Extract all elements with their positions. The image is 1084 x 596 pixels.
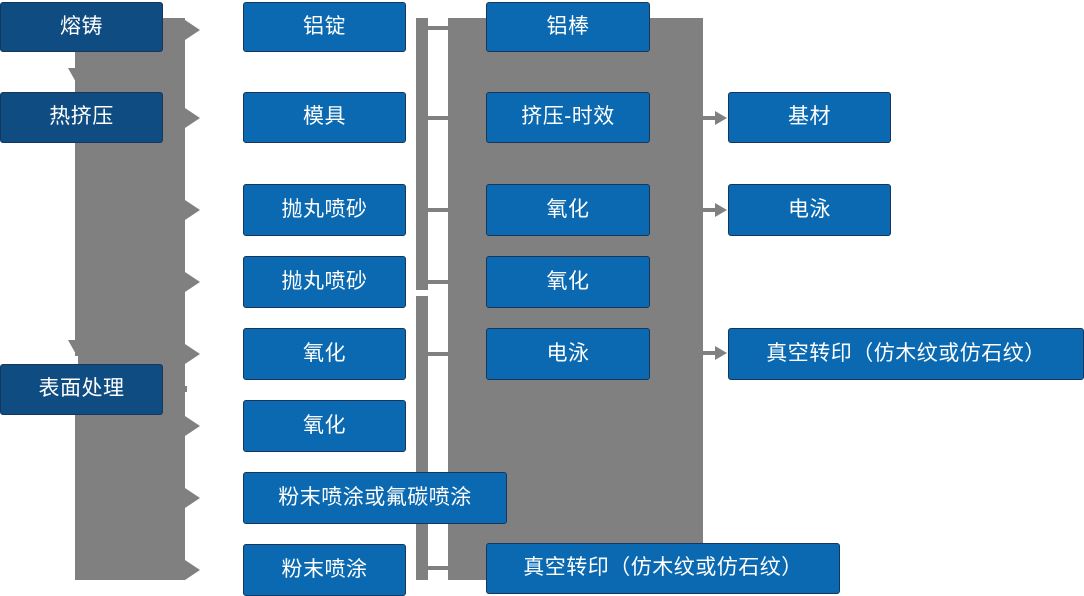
node-paowanpensha-1[interactable]: 抛丸喷砂 [243, 184, 406, 236]
left-gray-trunk [0, 18, 200, 580]
node-jicai[interactable]: 基材 [728, 92, 891, 143]
node-label: 铝棒 [546, 14, 590, 38]
node-jiya-shixiao[interactable]: 挤压-时效 [486, 92, 650, 143]
node-label: 真空转印（仿木纹或仿石纹） [523, 556, 803, 580]
node-label: 挤压-时效 [521, 105, 615, 129]
node-label: 电泳 [788, 197, 831, 221]
node-label: 模具 [303, 105, 346, 129]
node-label: 铝锭 [303, 14, 346, 38]
node-label: 氧化 [303, 341, 346, 365]
node-rongzhu[interactable]: 熔铸 [0, 2, 163, 52]
node-ludin[interactable]: 铝锭 [243, 2, 406, 52]
node-biaomianchuli[interactable]: 表面处理 [0, 364, 163, 415]
node-zhenkongzhuanyin-bottom[interactable]: 真空转印（仿木纹或仿石纹） [486, 543, 840, 594]
node-label: 抛丸喷砂 [281, 197, 368, 221]
node-paowanpensha-2[interactable]: 抛丸喷砂 [243, 256, 406, 308]
node-label: 真空转印（仿木纹或仿石纹） [766, 341, 1046, 365]
node-label: 热挤压 [49, 105, 114, 129]
node-muju[interactable]: 模具 [243, 92, 406, 143]
node-yanghua-t2[interactable]: 氧化 [486, 256, 650, 308]
node-label: 抛丸喷砂 [281, 269, 368, 293]
node-yanghua-p1[interactable]: 氧化 [243, 328, 406, 380]
node-zhenkongzhuanyin-right[interactable]: 真空转印（仿木纹或仿石纹） [728, 328, 1084, 380]
node-label: 电泳 [546, 341, 590, 365]
node-label: 表面处理 [38, 377, 125, 401]
node-label: 氧化 [546, 269, 590, 293]
node-dianyong-t[interactable]: 电泳 [486, 328, 650, 380]
trunk-gap-left [0, 356, 76, 364]
node-rejiya[interactable]: 热挤压 [0, 92, 163, 143]
node-yanghua-t1[interactable]: 氧化 [486, 184, 650, 236]
node-label: 氧化 [546, 197, 590, 221]
node-label: 熔铸 [60, 14, 103, 38]
node-fenmopentu[interactable]: 粉末喷涂 [243, 544, 406, 596]
node-label: 粉末喷涂或氟碳喷涂 [278, 485, 472, 509]
node-label: 基材 [788, 105, 831, 129]
node-label: 粉末喷涂 [281, 557, 368, 581]
node-dianyong-o[interactable]: 电泳 [728, 184, 891, 236]
node-lubang[interactable]: 铝棒 [486, 2, 650, 52]
node-label: 氧化 [303, 413, 346, 437]
node-yanghua-p2[interactable]: 氧化 [243, 400, 406, 452]
node-fenmopentu-fution[interactable]: 粉末喷涂或氟碳喷涂 [243, 472, 507, 524]
output-arrows [703, 111, 727, 360]
